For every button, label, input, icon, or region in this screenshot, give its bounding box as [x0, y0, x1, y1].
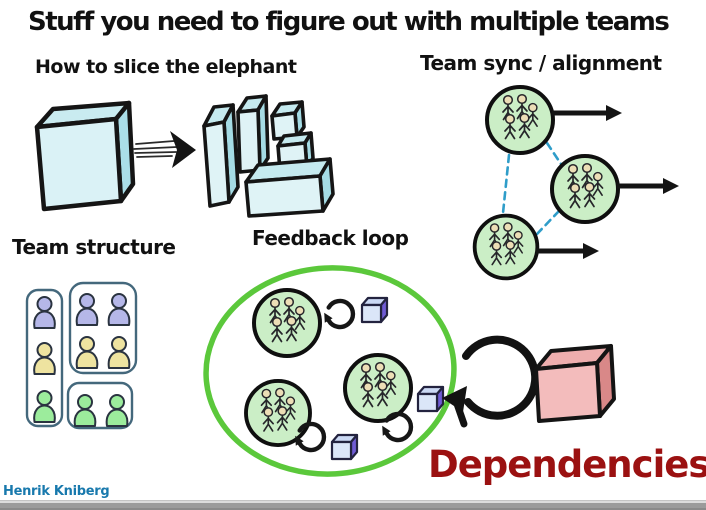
person-icon	[105, 394, 129, 427]
person-icon	[75, 293, 99, 326]
person-icon	[107, 336, 131, 369]
person-icon	[33, 296, 56, 329]
dependencies-label: Dependencies!	[428, 446, 706, 483]
person-icon	[33, 342, 56, 375]
team-structure-boxes	[25, 281, 138, 430]
iteration-loop-icon	[324, 301, 353, 327]
sync-goal-arrows	[536, 105, 679, 259]
feedback-team-circle-3	[246, 381, 310, 445]
sync-link-lines	[501, 141, 563, 236]
work-item-cube-icon	[416, 385, 445, 413]
dependency-arrow-icon	[442, 335, 540, 428]
sync-team-circle-2	[552, 156, 618, 222]
person-icon	[33, 390, 56, 423]
work-item-cube-icon	[330, 433, 359, 461]
person-icon	[73, 394, 97, 427]
dependencies-word: Dependencies	[428, 443, 706, 486]
section-heading-feedback: Feedback loop	[252, 226, 409, 250]
dependency-cube-icon	[534, 344, 616, 423]
person-icon	[107, 293, 131, 326]
author-signature: Henrik Kniberg	[3, 484, 110, 499]
window-bottom-edge	[0, 500, 706, 510]
work-item-cube-icon	[360, 296, 389, 324]
section-heading-slice: How to slice the elephant	[35, 56, 297, 78]
big-cube-icon	[34, 100, 136, 212]
iteration-loop-icon	[382, 414, 411, 440]
section-heading-sync: Team sync / alignment	[420, 51, 662, 75]
sliced-cubes-icon	[202, 94, 335, 218]
feedback-team-circle-2	[345, 355, 411, 421]
slide-title: Stuff you need to figure out with multip…	[28, 7, 670, 37]
sync-team-circle-1	[487, 87, 553, 153]
team-structure-people	[33, 293, 131, 427]
slice-arrow-icon	[133, 131, 196, 168]
feedback-team-circle-1	[254, 290, 320, 356]
person-icon	[75, 336, 99, 369]
sync-team-circle-3	[475, 216, 538, 279]
section-heading-structure: Team structure	[12, 235, 176, 259]
feedback-loop-ellipse	[203, 265, 457, 477]
